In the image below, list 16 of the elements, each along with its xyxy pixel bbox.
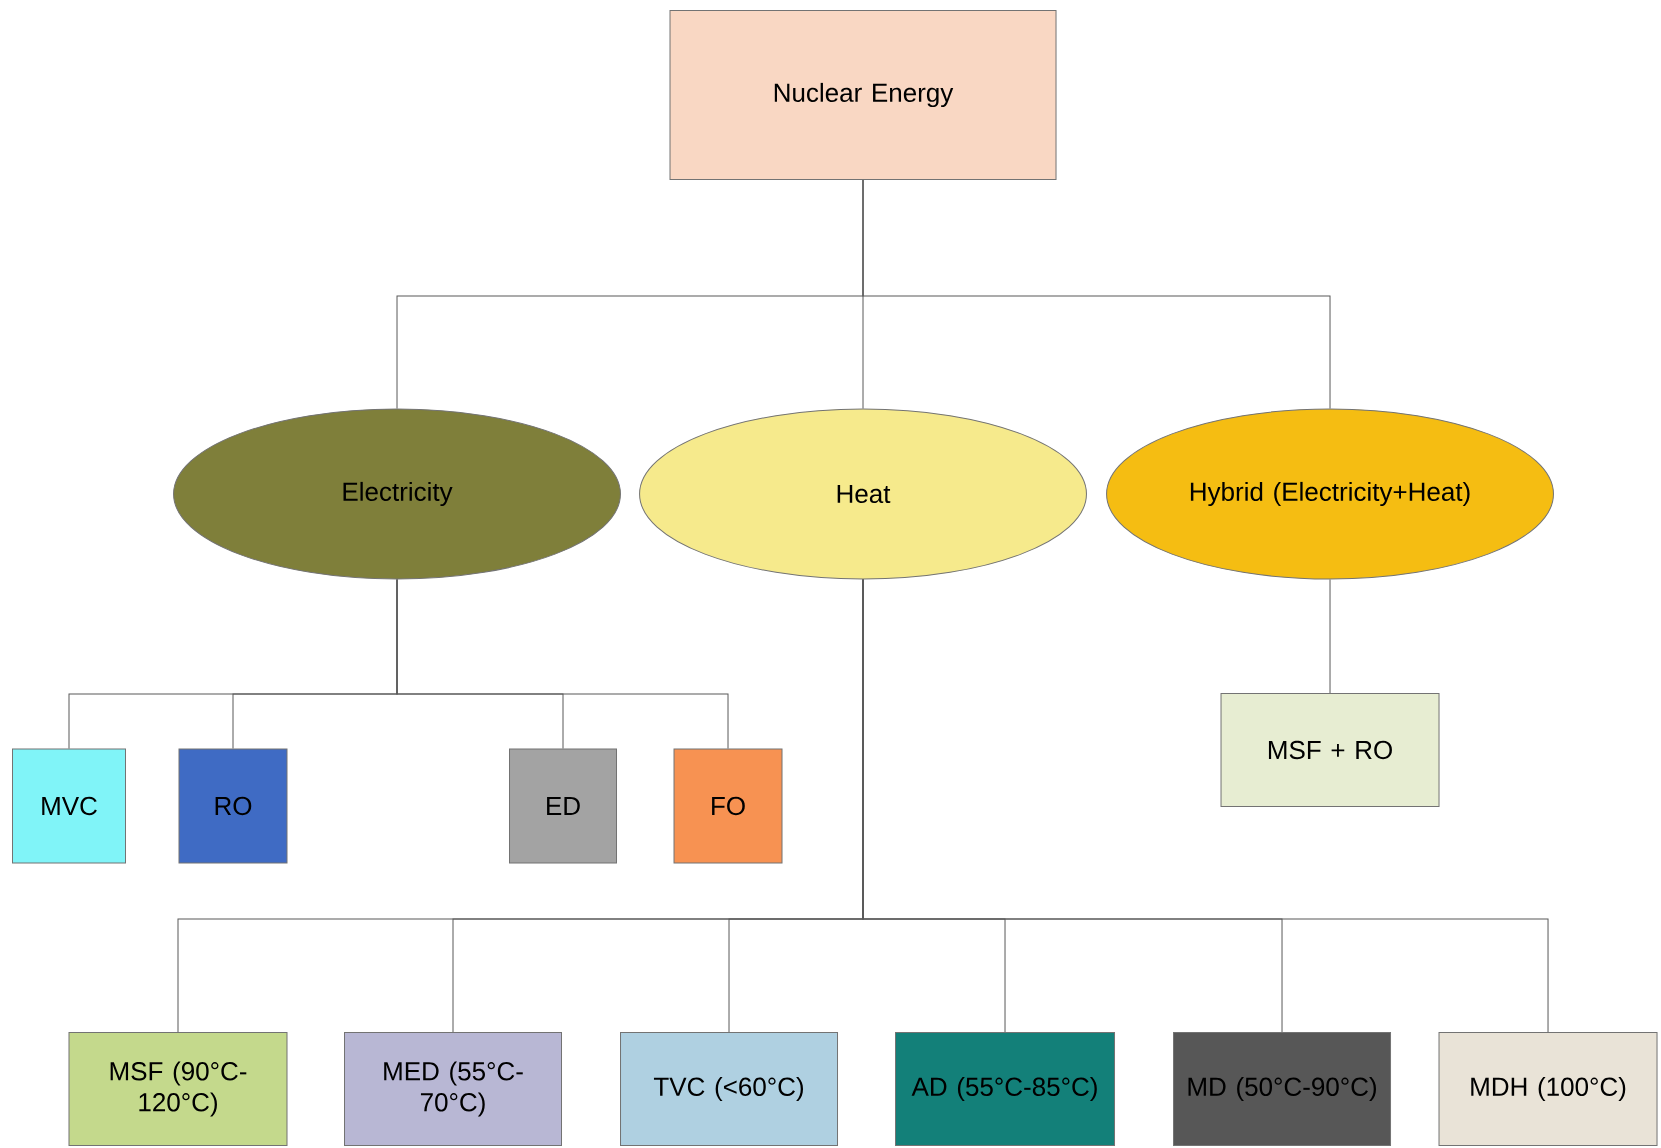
process-box: ED [509,748,617,864]
connector-line [1329,579,1331,694]
process-box: MED (55°C-70°C) [344,1032,562,1146]
connector-line [862,579,1549,1033]
process-box: MD (50°C-90°C) [1173,1032,1391,1146]
process-box: AD (55°C-85°C) [895,1032,1115,1146]
process-box: MVC [12,748,126,864]
process-box: Nuclear Energy [669,10,1057,180]
connector-line [396,579,729,749]
process-box: FO [673,748,783,864]
process-box: MSF + RO [1220,693,1440,807]
process-box: TVC (<60°C) [620,1032,838,1146]
connector-line [862,179,1331,409]
process-box: MDH (100°C) [1438,1032,1658,1146]
process-box: RO [178,748,288,864]
process-box: MSF (90°C-120°C) [68,1032,288,1146]
